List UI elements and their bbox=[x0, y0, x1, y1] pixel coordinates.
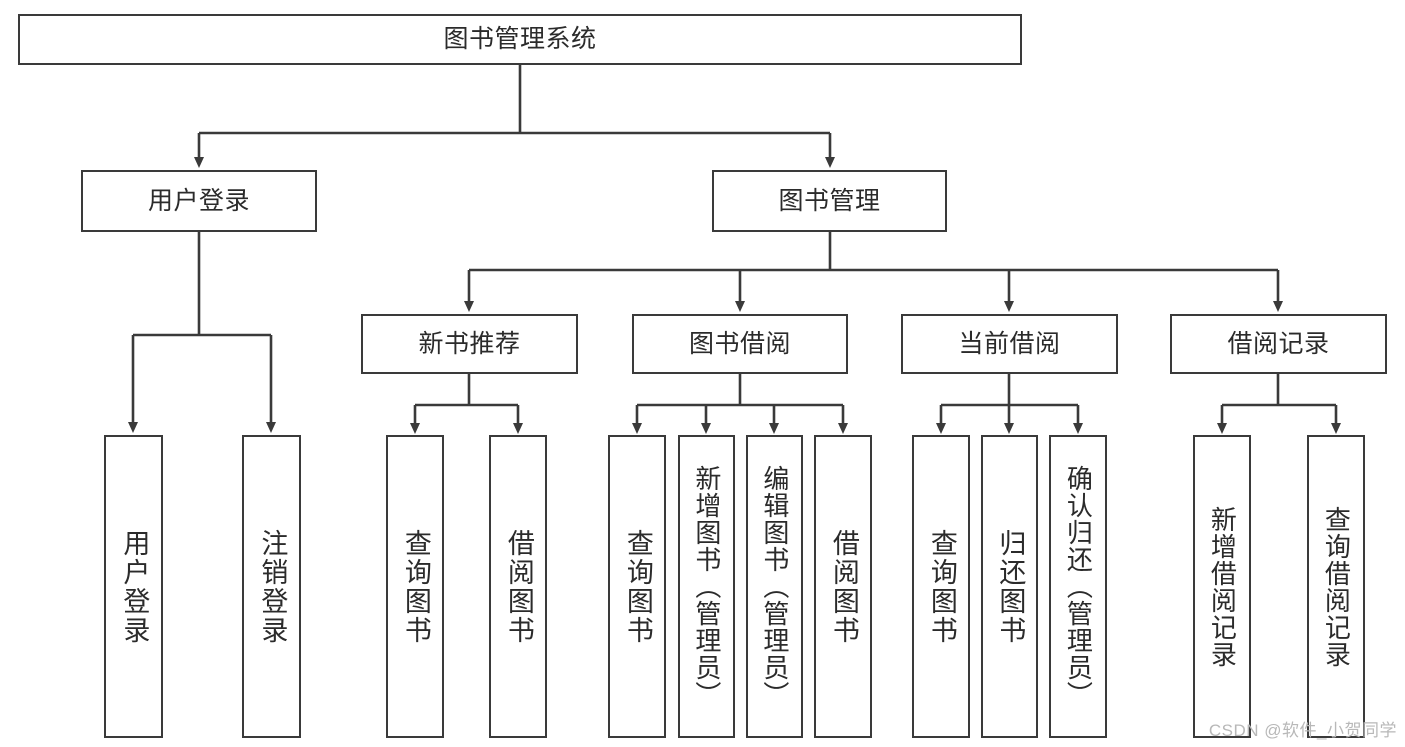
leaf-current-borrow-query-book[interactable]: 查询图书 bbox=[912, 435, 970, 738]
node-label: 当前借阅 bbox=[958, 329, 1061, 358]
leaf-borrow-record-query-record[interactable]: 查询借阅记录 bbox=[1307, 435, 1365, 738]
leaf-book-borrow-borrow-book[interactable]: 借阅图书 bbox=[814, 435, 872, 738]
node-label: 新增图书（管理员） bbox=[691, 465, 722, 708]
leaf-book-borrow-query-book[interactable]: 查询图书 bbox=[608, 435, 666, 738]
node-label: 用户登录 bbox=[119, 528, 150, 645]
node-label: 编辑图书（管理员） bbox=[759, 465, 790, 708]
node-label: 新增借阅记录 bbox=[1207, 505, 1238, 668]
node-label: 图书管理 bbox=[778, 186, 881, 215]
leaf-new-book-query-book[interactable]: 查询图书 bbox=[386, 435, 444, 738]
node-label: 新书推荐 bbox=[418, 329, 521, 358]
node-book-borrow[interactable]: 图书借阅 bbox=[632, 314, 848, 374]
leaf-new-book-borrow-book[interactable]: 借阅图书 bbox=[489, 435, 547, 738]
leaf-book-borrow-edit-book-admin[interactable]: 编辑图书（管理员） bbox=[746, 435, 803, 738]
watermark: CSDN @软件_小贺同学 bbox=[1208, 721, 1397, 740]
node-root-book-management-system[interactable]: 图书管理系统 bbox=[18, 14, 1022, 65]
node-current-borrow[interactable]: 当前借阅 bbox=[901, 314, 1118, 374]
node-label: 查询图书 bbox=[926, 528, 957, 645]
node-user-login[interactable]: 用户登录 bbox=[81, 170, 317, 232]
leaf-user-login-login[interactable]: 用户登录 bbox=[104, 435, 163, 738]
leaf-current-borrow-confirm-return-admin[interactable]: 确认归还（管理员） bbox=[1049, 435, 1107, 738]
node-label: 借阅记录 bbox=[1227, 329, 1330, 358]
node-label: 注销登录 bbox=[257, 528, 288, 645]
node-book-management[interactable]: 图书管理 bbox=[712, 170, 947, 232]
leaf-borrow-record-add-record[interactable]: 新增借阅记录 bbox=[1193, 435, 1251, 738]
node-label: 查询借阅记录 bbox=[1321, 505, 1352, 668]
node-label: 图书借阅 bbox=[688, 329, 791, 358]
node-label: 归还图书 bbox=[995, 528, 1026, 645]
node-label: 查询图书 bbox=[400, 528, 431, 645]
node-label: 借阅图书 bbox=[503, 528, 534, 645]
node-label: 借阅图书 bbox=[828, 528, 859, 645]
node-borrow-record[interactable]: 借阅记录 bbox=[1170, 314, 1387, 374]
leaf-user-login-logout[interactable]: 注销登录 bbox=[242, 435, 301, 738]
node-new-book-recommend[interactable]: 新书推荐 bbox=[361, 314, 578, 374]
node-label: 图书管理系统 bbox=[443, 25, 597, 54]
node-label: 查询图书 bbox=[622, 528, 653, 645]
leaf-book-borrow-add-book-admin[interactable]: 新增图书（管理员） bbox=[678, 435, 735, 738]
node-label: 用户登录 bbox=[147, 186, 250, 215]
node-label: 确认归还（管理员） bbox=[1063, 465, 1094, 708]
leaf-current-borrow-return-book[interactable]: 归还图书 bbox=[981, 435, 1038, 738]
